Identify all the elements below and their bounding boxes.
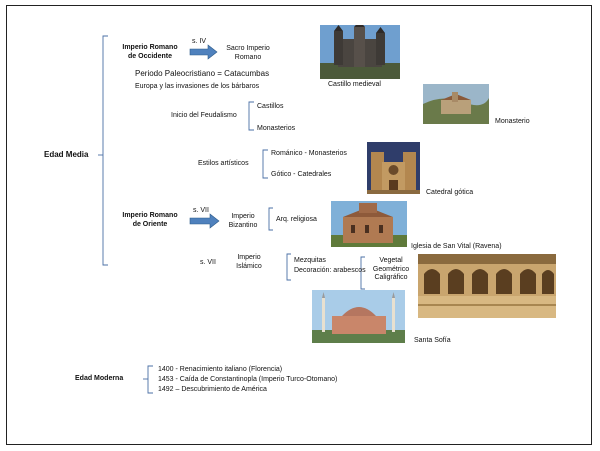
feudalismo-bracket (248, 101, 254, 131)
caption-monasterio: Monasterio (495, 118, 530, 125)
arrow-s-iv (189, 44, 218, 60)
caption-catedral: Catedral gótica (426, 189, 474, 196)
moderna-event-1453: 1453 - Caída de Constantinopla (Imperio … (158, 376, 338, 383)
edad-moderna-label: Edad Moderna (75, 375, 124, 382)
oriente-label: Imperio Romano de Oriente (114, 212, 186, 229)
bizantino-line1: Imperio (231, 213, 255, 220)
arq-bracket (268, 207, 273, 231)
edad-media-label: Edad Media (44, 150, 89, 159)
paleocristiano-label: Periodo Paleocristiano = Catacumbas (135, 69, 270, 78)
century-s-iv: s. IV (192, 38, 207, 45)
feudalismo-label: Inicio del Feudalismo (171, 112, 237, 119)
sacro-imperio-label: Sacro Imperio Romano (218, 45, 278, 62)
feudal-item-castillos: Castillos (257, 103, 284, 110)
estilos-label: Estilos artísticos (198, 160, 249, 167)
islamico-label: Imperio Islámico (228, 254, 270, 271)
bizantino-line2: Bizantino (228, 221, 258, 229)
decoracion-bracket (360, 256, 365, 290)
feudal-item-monasterios: Monasterios (257, 125, 296, 132)
santa-sofia-image (312, 290, 405, 343)
islamico-bracket (286, 253, 291, 281)
estilo-item-romanico: Románico - Monasterios (271, 150, 347, 157)
estilos-bracket (262, 149, 268, 179)
caption-san-vital: Iglesia de San Vital (Ravena) (411, 243, 502, 250)
moderna-event-1492: 1492 – Descubrimiento de América (158, 386, 267, 393)
sacro-line1: Sacro Imperio (226, 45, 270, 52)
monasterio-image (423, 84, 489, 124)
decoracion-label: Decoración: arabescos (294, 267, 366, 274)
deco-item-vegetal: Vegetal (379, 257, 403, 264)
slide-frame (6, 5, 592, 445)
catedral-image (367, 142, 420, 194)
arrow-s-vii (189, 213, 220, 229)
invasiones-label: Europa y las invasiones de los bárbaros (135, 83, 260, 90)
occidente-label: Imperio Romano de Occidente (114, 44, 186, 61)
oriente-line2: de Oriente (132, 220, 168, 228)
century-s-vii-islam: s. VII (200, 259, 216, 266)
moderna-event-1400: 1400 - Renacimiento italiano (Florencia) (158, 366, 283, 373)
islamico-line1: Imperio (237, 254, 261, 261)
occidente-line2: de Occidente (128, 52, 172, 60)
oriente-line1: Imperio Romano (122, 212, 178, 219)
deco-item-geometrico: Geométrico (372, 265, 410, 273)
caption-santa-sofia: Santa Sofía (414, 337, 451, 344)
edad-media-bracket (102, 35, 108, 266)
alhambra-image (418, 254, 556, 318)
castillo-image (320, 25, 400, 79)
san-vital-image (331, 201, 407, 247)
mezquitas-label: Mezquitas (294, 257, 326, 264)
occidente-line1: Imperio Romano (122, 44, 178, 51)
islamico-line2: Islámico (236, 262, 262, 270)
edad-moderna-bracket (147, 365, 153, 394)
deco-item-caligrafico: Caligráfico (374, 274, 408, 281)
sacro-line2: Romano (234, 53, 262, 61)
century-s-vii: s. VII (193, 207, 209, 214)
decoracion-items: Vegetal Geométrico Caligráfico (366, 257, 416, 283)
estilo-item-gotico: Gótico - Catedrales (271, 171, 332, 178)
caption-castillo: Castillo medieval (328, 81, 381, 88)
arq-religiosa-label: Arq. religiosa (276, 216, 317, 223)
bizantino-label: Imperio Bizantino (222, 213, 264, 230)
